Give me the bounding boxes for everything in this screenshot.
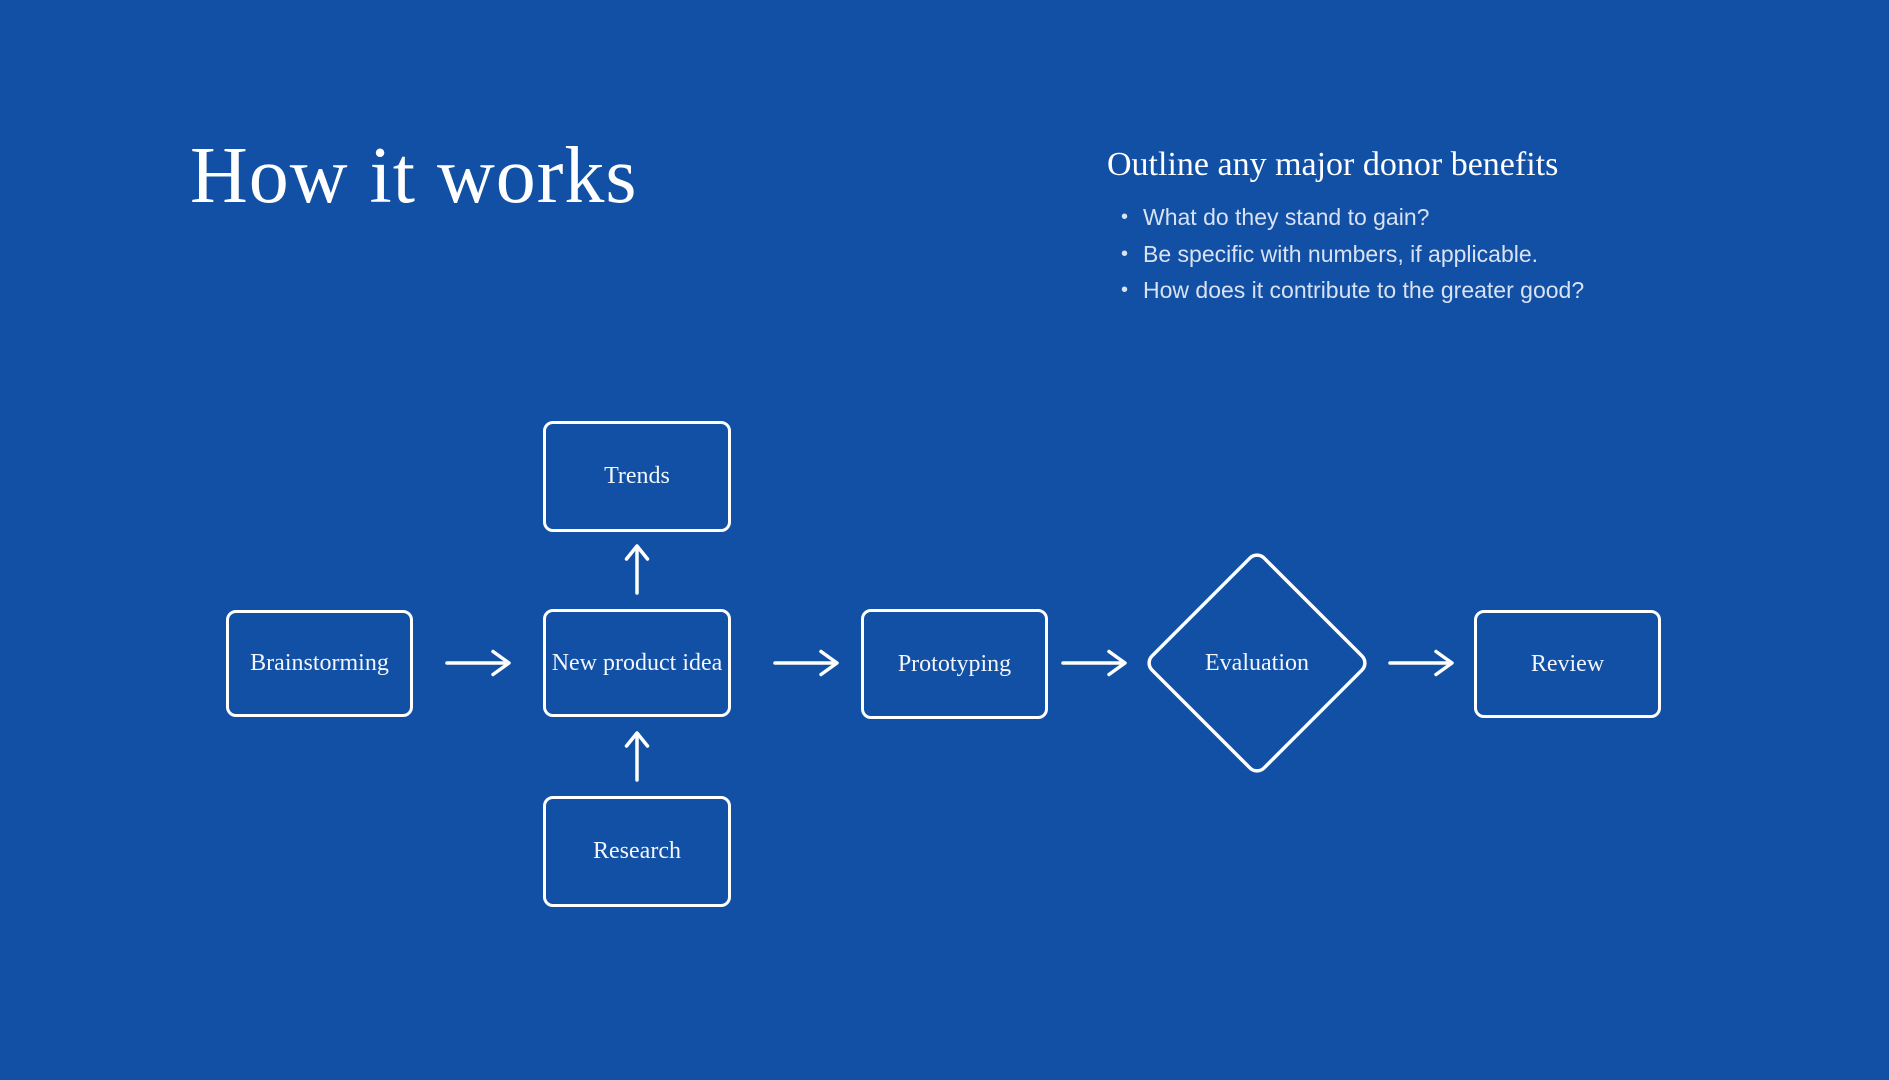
arrow-evaluation-to-review-icon — [1388, 648, 1456, 678]
notes-list: What do they stand to gain? Be specific … — [1121, 199, 1667, 309]
node-brainstorming: Brainstorming — [226, 610, 413, 717]
node-label: New product idea — [551, 649, 723, 676]
node-trends: Trends — [543, 421, 731, 532]
page-title: How it works — [190, 132, 638, 220]
node-label: Review — [1530, 650, 1605, 677]
arrow-new-product-idea-to-prototyping-icon — [773, 648, 841, 678]
node-label: Trends — [604, 463, 670, 489]
node-evaluation: Evaluation — [1137, 543, 1377, 783]
arrow-new-product-idea-to-trends-icon — [622, 543, 652, 595]
node-review: Review — [1474, 610, 1661, 718]
arrow-brainstorming-to-new-product-idea-icon — [445, 648, 513, 678]
node-research: Research — [543, 796, 731, 907]
notes-item: What do they stand to gain? — [1121, 199, 1667, 236]
node-label: Prototyping — [897, 650, 1012, 677]
arrow-prototyping-to-evaluation-icon — [1061, 648, 1129, 678]
notes-item: Be specific with numbers, if applicable. — [1121, 236, 1667, 273]
notes-heading: Outline any major donor benefits — [1107, 146, 1559, 183]
node-label: Research — [593, 838, 681, 864]
notes-item: How does it contribute to the greater go… — [1121, 272, 1667, 309]
arrow-research-to-new-product-idea-icon — [622, 730, 652, 782]
node-prototyping: Prototyping — [861, 609, 1048, 719]
node-label: Brainstorming — [250, 650, 389, 676]
node-new-product-idea: New product idea — [543, 609, 731, 717]
donor-benefits-panel: Outline any major donor benefits What do… — [1107, 146, 1667, 309]
node-label: Evaluation — [1205, 649, 1309, 676]
diamond-shape — [1147, 553, 1367, 773]
